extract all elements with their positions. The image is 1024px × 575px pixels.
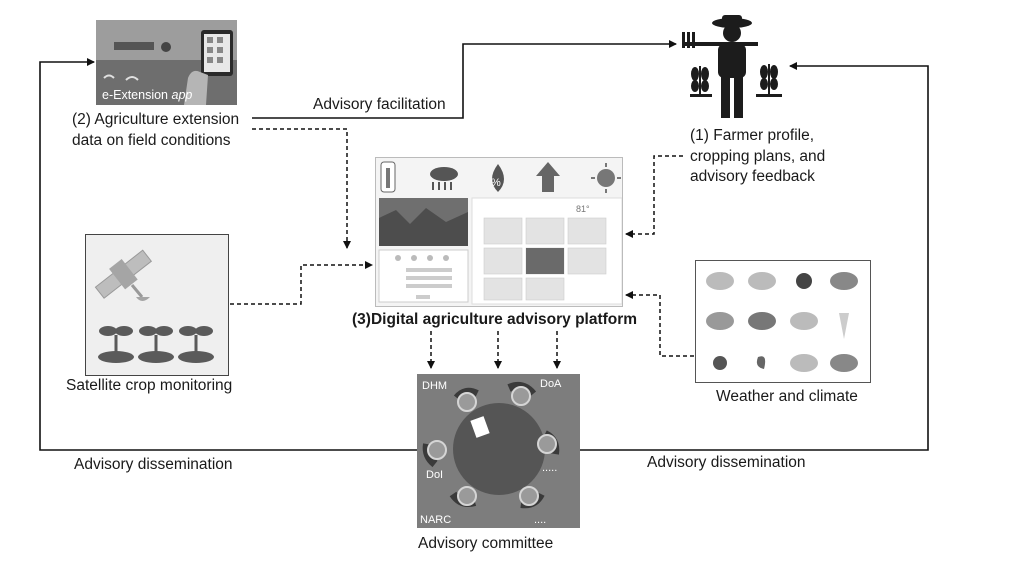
platform-dashboard-illustration: % 81° [378,161,622,305]
platform-screenshot: % 81° [375,157,623,307]
weather-icons-grid [706,272,858,372]
edge-advisory-facilitation [252,40,677,119]
edge-weather-to-platform [625,291,694,357]
edge-satellite-to-platform [230,261,373,305]
edge-dissemination-left [39,58,417,451]
weather-image [695,260,871,383]
seat-label-dhm: DHM [422,380,448,392]
farmer-caption-line-2: cropping plans, and [690,148,826,165]
committee-caption: Advisory committee [418,535,554,552]
seat-label-doa: DoA [540,378,562,390]
platform-caption: (3)Digital agriculture advisory platform [352,311,638,328]
svg-text:81°: 81° [576,204,590,214]
dissemination-left-label: Advisory dissemination [74,456,233,473]
edge-dissemination-right [580,62,929,451]
committee-table-illustration [422,382,560,509]
tablet-field-illustration [96,20,237,105]
farmer-caption-line-1: (1) Farmer profile, [690,127,815,144]
seat-label-doi: DoI [426,469,444,481]
seat-label-narc: NARC [420,514,452,526]
weather-caption: Weather and climate [716,388,858,405]
farmer-icon [682,15,782,118]
advisory-facilitation-label: Advisory facilitation [313,96,446,113]
extension-caption-line-1: (2) Agriculture extension [72,111,240,128]
dissemination-right-label: Advisory dissemination [647,454,806,471]
satellite-image [85,234,229,376]
edge-farmer-to-platform [625,155,683,238]
seat-label-more-right: ..... [542,462,558,474]
app-label: e-Extension app [102,88,193,102]
satellite-caption: Satellite crop monitoring [66,377,233,394]
committee-image: DHM DoA DoI ..... NARC .... [417,374,580,528]
seat-label-more-bottom: .... [534,514,547,526]
extension-caption-line-2: data on field conditions [72,132,231,149]
satellite-crops-illustration [94,249,214,363]
farmer-caption-line-3: advisory feedback [690,168,815,185]
edge-extension-to-platform [252,128,351,249]
svg-text:%: % [491,177,501,189]
extension-app-image: e-Extension app [96,20,237,105]
